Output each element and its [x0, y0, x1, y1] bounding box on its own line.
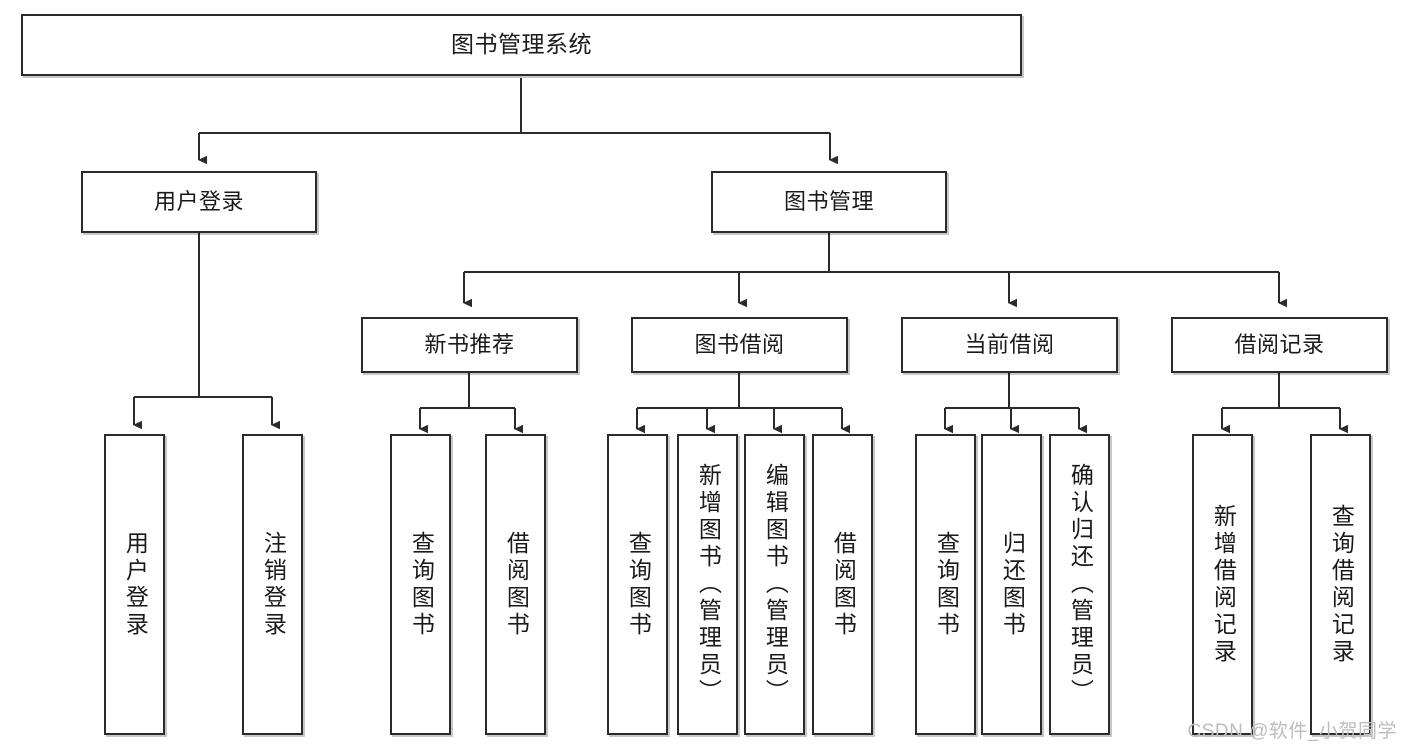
- node-leaf-add-borrow-record[interactable]: 新增借阅记录: [1192, 434, 1253, 735]
- node-label: 借阅图书: [830, 530, 857, 639]
- node-label: 当前借阅: [964, 331, 1055, 357]
- node-label: 图书管理系统: [451, 31, 592, 58]
- node-leaf-confirm-return-admin[interactable]: 确认归还（管理员）: [1049, 434, 1110, 735]
- node-label: 新书推荐: [424, 331, 515, 357]
- node-current-borrow[interactable]: 当前借阅: [901, 317, 1118, 373]
- node-root-book-management-system[interactable]: 图书管理系统: [21, 14, 1022, 76]
- node-label: 用户登录: [153, 188, 244, 214]
- node-leaf-query-borrow-record[interactable]: 查询借阅记录: [1310, 434, 1371, 735]
- node-label: 查询图书: [933, 530, 960, 639]
- node-label: 确认归还（管理员）: [1067, 463, 1094, 706]
- node-label: 注销登录: [260, 530, 287, 639]
- node-leaf-query-book-recommend[interactable]: 查询图书: [390, 434, 451, 735]
- node-leaf-query-book-current[interactable]: 查询图书: [915, 434, 976, 735]
- node-label: 编辑图书（管理员）: [762, 463, 789, 706]
- node-label: 图书管理: [783, 188, 874, 214]
- node-label: 图书借阅: [694, 331, 785, 357]
- node-leaf-edit-book-admin[interactable]: 编辑图书（管理员）: [744, 434, 805, 735]
- node-leaf-query-book-borrow[interactable]: 查询图书: [607, 434, 668, 735]
- node-label: 借阅图书: [503, 530, 530, 639]
- node-user-login[interactable]: 用户登录: [81, 171, 317, 233]
- node-label: 用户登录: [122, 530, 149, 639]
- node-book-borrow[interactable]: 图书借阅: [631, 317, 848, 373]
- node-leaf-logout-login[interactable]: 注销登录: [242, 434, 303, 735]
- node-book-management[interactable]: 图书管理: [711, 171, 947, 233]
- node-leaf-user-login[interactable]: 用户登录: [104, 434, 165, 735]
- node-label: 查询图书: [625, 530, 652, 639]
- node-label: 查询借阅记录: [1328, 503, 1355, 666]
- node-leaf-borrow-book[interactable]: 借阅图书: [812, 434, 873, 735]
- node-new-book-recommend[interactable]: 新书推荐: [361, 317, 578, 373]
- node-leaf-borrow-book-recommend[interactable]: 借阅图书: [485, 434, 546, 735]
- node-label: 归还图书: [999, 530, 1026, 639]
- node-leaf-add-book-admin[interactable]: 新增图书（管理员）: [677, 434, 738, 735]
- node-label: 借阅记录: [1234, 331, 1325, 357]
- node-leaf-return-book[interactable]: 归还图书: [981, 434, 1042, 735]
- node-label: 查询图书: [408, 530, 435, 639]
- node-borrow-record[interactable]: 借阅记录: [1171, 317, 1388, 373]
- node-label: 新增借阅记录: [1210, 503, 1237, 666]
- node-label: 新增图书（管理员）: [695, 463, 722, 706]
